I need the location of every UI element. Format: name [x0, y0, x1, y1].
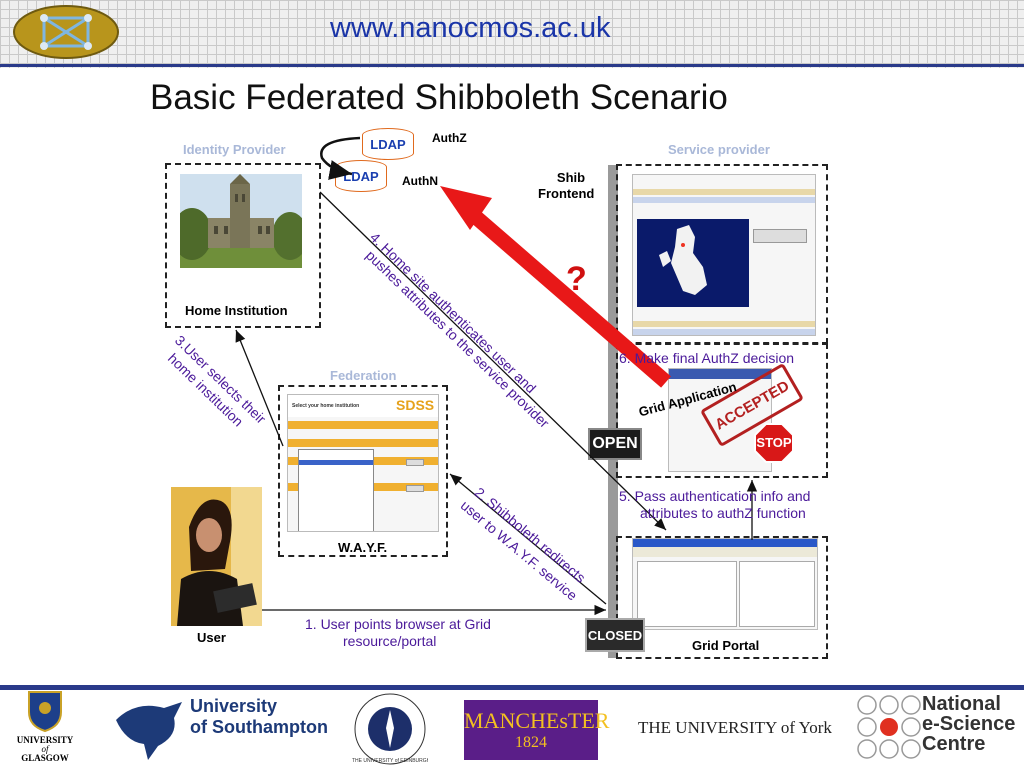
wayf-screen-brand: SDSS	[396, 397, 435, 413]
glasgow-line3: GLASGOW	[21, 753, 69, 763]
step1-caption-line2: resource/portal	[343, 633, 437, 649]
open-sign: OPEN	[588, 428, 642, 460]
stop-sign-text: STOP	[756, 435, 792, 450]
ldap-authz-cylinder: LDAP	[362, 128, 414, 160]
federation-label: Federation	[330, 368, 397, 383]
red-arrow-head	[440, 186, 492, 230]
slide-title: Basic Federated Shibboleth Scenario	[150, 78, 728, 117]
step1-caption-line1: 1. User points browser at Grid	[305, 616, 491, 632]
stop-sign-icon: STOP	[754, 423, 794, 463]
southampton-dolphin-icon	[112, 696, 186, 762]
home-institution-label: Home Institution	[185, 303, 288, 318]
wayf-screenshot: Select your home institution SDSS	[287, 394, 439, 532]
grid-application-screenshot	[668, 368, 772, 472]
grid-portal-label: Grid Portal	[692, 638, 760, 653]
closed-sign-text: CLOSED	[587, 627, 643, 643]
nesc-circles-icon	[856, 694, 922, 760]
nesc-logo-text: National e-Science Centre	[922, 694, 1015, 754]
university-building-photo	[180, 174, 302, 268]
shib-label: Shib	[556, 170, 586, 185]
nesc-line2: e-Science	[922, 713, 1016, 735]
site-url[interactable]: www.nanocmos.ac.uk	[330, 12, 611, 44]
wayf-label: W.A.Y.F.	[338, 540, 388, 555]
step2-arrow	[449, 473, 607, 605]
uk-map-panel	[637, 219, 749, 307]
service-provider-label: Service provider	[668, 142, 770, 157]
glasgow-line2: of	[41, 744, 49, 754]
grid-application-box	[616, 343, 828, 478]
glasgow-line1: UNIVERSITY	[16, 735, 74, 745]
manchester-line1: MANCHEsTER	[464, 708, 610, 733]
southampton-logo-text: University of Southampton	[190, 696, 328, 738]
red-arrow-shaft	[465, 206, 671, 388]
footer-divider	[0, 685, 1024, 690]
home-institution-box	[165, 163, 321, 328]
glasgow-logo-text: UNIVERSITY of GLASGOW	[12, 736, 78, 763]
step6-caption: 6. Make final AuthZ decision	[619, 350, 795, 366]
wayf-box	[278, 385, 448, 557]
edinburgh-logo-text: THE UNIVERSITY of EDINBURGH	[352, 758, 428, 764]
authz-label: AuthZ	[432, 131, 467, 145]
southampton-line1: University	[190, 696, 278, 716]
service-provider-screenshot	[632, 174, 816, 336]
ldap-bottom-label: LDAP	[343, 168, 379, 184]
question-mark: ?	[566, 260, 587, 298]
york-logo-text: THE UNIVERSITY of York	[638, 718, 832, 737]
signpost-pole	[608, 165, 618, 658]
step3-arrow	[235, 329, 284, 447]
wayf-institution-list[interactable]	[298, 449, 374, 531]
frontend-label: Frontend	[538, 186, 595, 201]
nesc-line1: National	[922, 693, 1001, 715]
wayf-screen-title: Select your home institution	[292, 403, 360, 409]
user-label: User	[197, 630, 226, 645]
step5-caption-line1: 5. Pass authentication info and	[619, 488, 811, 504]
manchester-logo: MANCHEsTER 1824	[464, 700, 610, 760]
closed-sign: CLOSED	[585, 618, 645, 652]
step5-caption-line2: attributes to authZ function	[640, 505, 806, 521]
step4-arrow	[319, 191, 667, 531]
header-grid-background	[0, 0, 1024, 68]
nanocmos-logo	[12, 4, 120, 60]
ldap-link-arrow	[320, 136, 361, 180]
user-photo	[171, 487, 262, 626]
open-sign-text: OPEN	[592, 435, 638, 452]
manchester-line2: 1824	[515, 734, 547, 751]
identity-provider-label: Identity Provider	[183, 142, 286, 157]
grid-portal-box	[616, 536, 828, 659]
glasgow-crest-icon	[25, 690, 65, 733]
ldap-top-label: LDAP	[370, 136, 406, 152]
grid-portal-screenshot	[632, 538, 818, 630]
nesc-line3: Centre	[922, 733, 986, 755]
authn-label: AuthN	[402, 174, 438, 188]
header-divider	[0, 64, 1024, 67]
edinburgh-seal-icon	[352, 692, 428, 766]
southampton-line2: of Southampton	[190, 717, 328, 737]
